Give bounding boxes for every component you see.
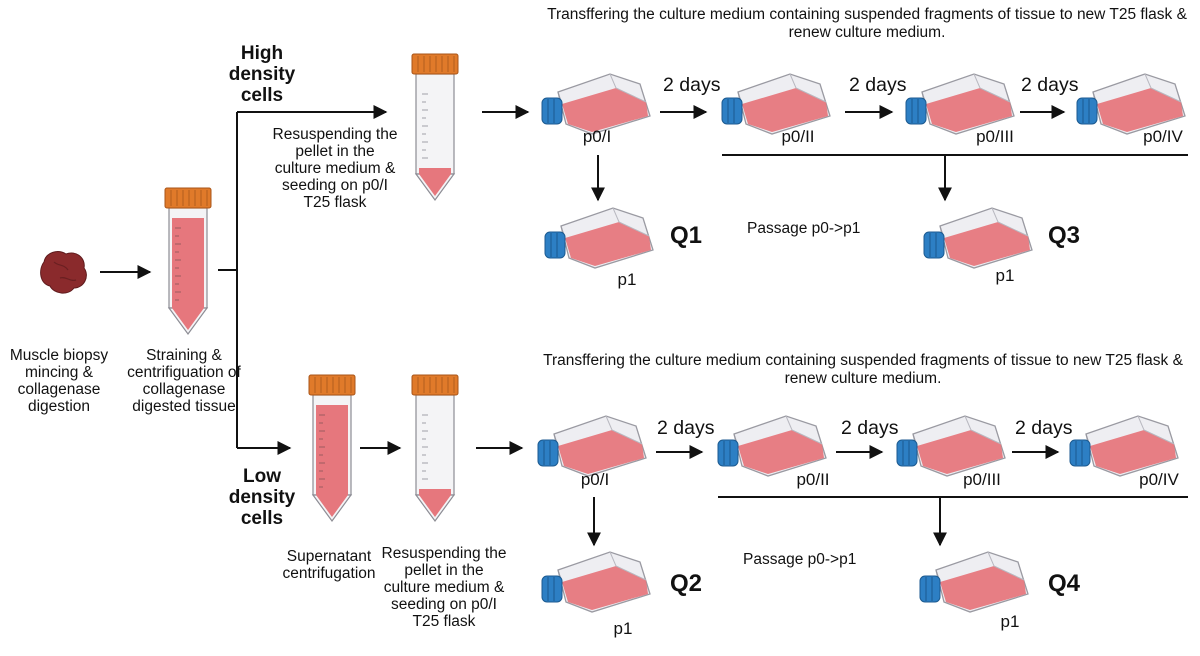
flask-low-p0-IV-icon bbox=[1069, 415, 1179, 477]
low-days-3: 2 days bbox=[1015, 417, 1073, 439]
high-density-tube-icon bbox=[411, 53, 459, 201]
high-density-label: High density cells bbox=[228, 43, 296, 106]
high-passage-label: Passage p0->p1 bbox=[747, 220, 861, 237]
high-resuspend-label: Resuspending the pellet in the culture m… bbox=[272, 126, 398, 211]
low-q-right: Q4 bbox=[1048, 570, 1081, 597]
high-p1-right: p1 bbox=[995, 266, 1015, 285]
high-p1-left: p1 bbox=[617, 270, 637, 289]
high-days-1: 2 days bbox=[663, 74, 721, 96]
high-q-right: Q3 bbox=[1048, 222, 1081, 249]
low-transfer-header: Transffering the culture medium containi… bbox=[543, 352, 1183, 387]
flask-q4-p1-icon bbox=[919, 551, 1029, 613]
high-stage-p0-I: p0/I bbox=[582, 127, 612, 146]
flask-p0-I-icon bbox=[541, 73, 651, 135]
collagenase-tube-icon bbox=[164, 187, 212, 335]
low-stage-p0-II: p0/II bbox=[796, 470, 830, 489]
straining-label: Straining & centrifiguation of collagena… bbox=[127, 347, 241, 415]
flask-q2-p1-icon bbox=[541, 551, 651, 613]
supernatant-tube-icon bbox=[308, 374, 356, 522]
low-stage-p0-I: p0/I bbox=[580, 470, 610, 489]
high-stage-p0-III: p0/III bbox=[976, 127, 1014, 146]
low-p1-right: p1 bbox=[1000, 612, 1020, 631]
flask-low-p0-III-icon bbox=[896, 415, 1006, 477]
low-days-1: 2 days bbox=[657, 417, 715, 439]
high-days-3: 2 days bbox=[1021, 74, 1079, 96]
flask-p0-IV-icon bbox=[1076, 73, 1186, 135]
low-passage-label: Passage p0->p1 bbox=[743, 551, 857, 568]
high-transfer-header: Transffering the culture medium containi… bbox=[547, 6, 1187, 41]
flask-q3-p1-icon bbox=[923, 207, 1033, 269]
high-stage-p0-IV: p0/IV bbox=[1143, 127, 1183, 146]
high-stage-p0-II: p0/II bbox=[781, 127, 815, 146]
flask-p0-II-icon bbox=[721, 73, 831, 135]
flask-low-p0-I-icon bbox=[537, 415, 647, 477]
low-days-2: 2 days bbox=[841, 417, 899, 439]
low-stage-p0-IV: p0/IV bbox=[1139, 470, 1179, 489]
supernatant-label: Supernatant centrifugation bbox=[282, 548, 376, 582]
low-resuspend-label: Resuspending the pellet in the culture m… bbox=[381, 545, 507, 630]
low-density-tube-icon bbox=[411, 374, 459, 522]
flask-q1-p1-icon bbox=[544, 207, 654, 269]
low-density-label: Low density cells bbox=[228, 466, 296, 529]
low-q-left: Q2 bbox=[670, 570, 703, 597]
flask-p0-III-icon bbox=[905, 73, 1015, 135]
biopsy-label: Muscle biopsy mincing & collagenase dige… bbox=[9, 347, 109, 415]
flask-low-p0-II-icon bbox=[717, 415, 827, 477]
low-stage-p0-III: p0/III bbox=[963, 470, 1001, 489]
high-days-2: 2 days bbox=[849, 74, 907, 96]
low-p1-left: p1 bbox=[613, 619, 633, 638]
high-q-left: Q1 bbox=[670, 222, 703, 249]
tissue-icon bbox=[40, 251, 87, 294]
branch-connector bbox=[218, 112, 238, 448]
